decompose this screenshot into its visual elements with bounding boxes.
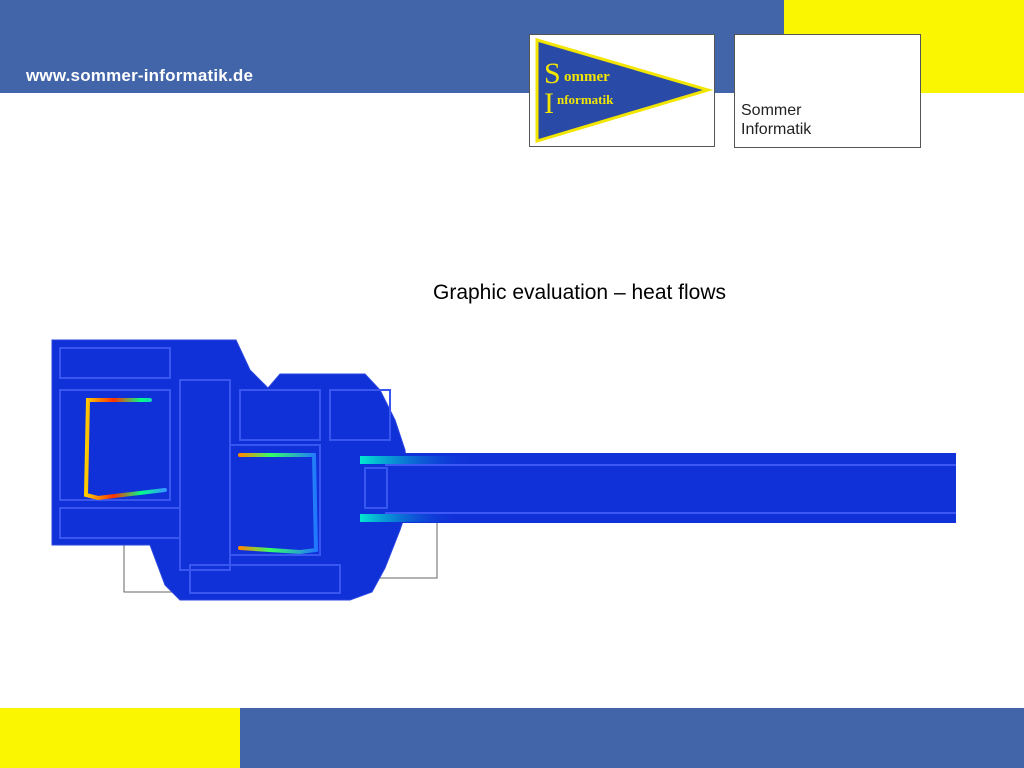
logo-word-ommer: ommer <box>564 69 610 85</box>
figure-caption: Graphic evaluation – heat flows <box>433 281 727 304</box>
footer-yellow-band <box>0 708 240 768</box>
footer-blue-band <box>240 708 1024 768</box>
company-name-line1: Sommer <box>741 102 802 119</box>
website-url: www.sommer-informatik.de <box>26 66 254 85</box>
company-name-line2: Informatik <box>741 121 812 138</box>
heat-flow-figure <box>0 330 960 610</box>
company-name-box: Sommer Informatik <box>734 34 921 148</box>
logo-pennant: S ommer I nformatik <box>529 34 715 147</box>
logo-word-nformatik: nformatik <box>557 92 614 107</box>
logo-initial-s: S <box>544 57 561 90</box>
logo-initial-i: I <box>544 87 554 120</box>
